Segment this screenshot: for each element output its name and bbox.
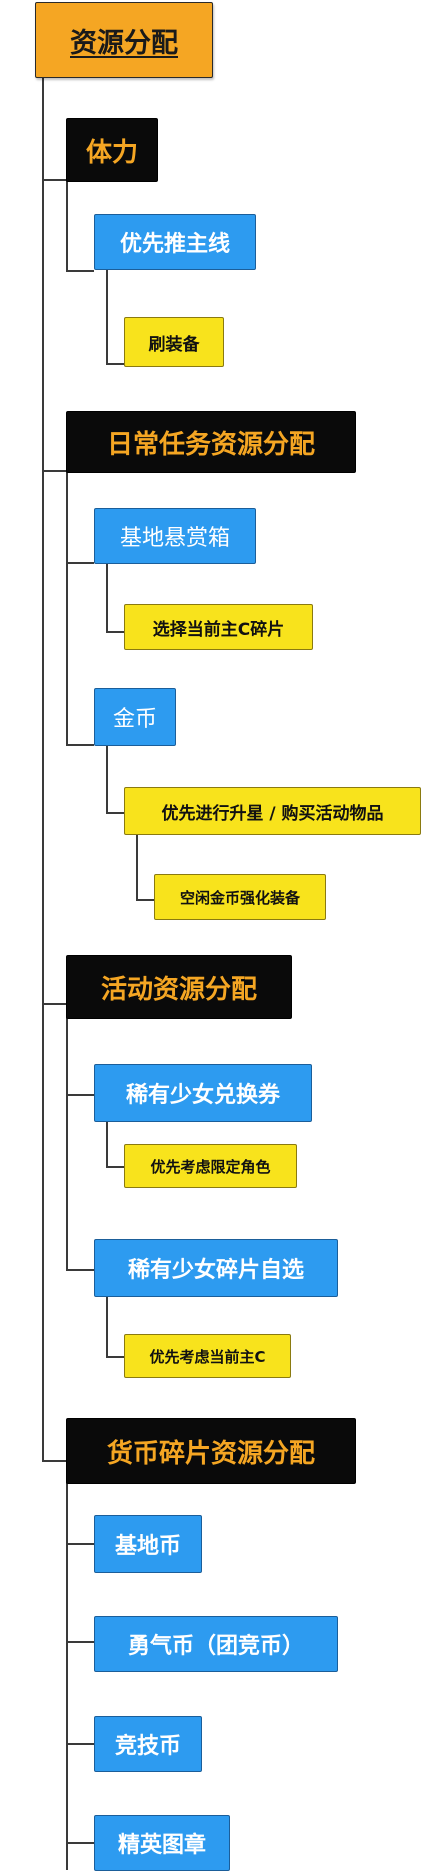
connector [66,1003,68,1269]
node-farm-equipment[interactable]: 刷装备 [124,317,224,367]
node-gold[interactable]: 金币 [94,688,176,746]
connector [42,470,66,472]
node-label: 优先推主线 [119,232,230,257]
connector [66,179,68,270]
trunk-line [42,62,44,1460]
root-label: 资源分配 [70,27,178,59]
section-daily-tasks[interactable]: 日常任务资源分配 [66,411,356,473]
connector [106,1094,108,1166]
connector [66,270,94,272]
section-event-resources[interactable]: 活动资源分配 [66,955,292,1019]
node-label: 优先考虑限定角色 [150,1157,271,1176]
connector [106,363,124,365]
connector [66,470,68,744]
node-prioritize-current-main-c[interactable]: 优先考虑当前主C [124,1334,291,1378]
section-label: 活动资源分配 [100,974,257,1005]
connector [66,1543,94,1545]
node-arena-coin[interactable]: 竞技币 [94,1716,202,1772]
node-label: 空闲金币强化装备 [179,888,300,907]
connector [106,1269,108,1356]
node-label: 精英图章 [117,1833,206,1858]
node-base-coin[interactable]: 基地币 [94,1515,202,1573]
connector [66,1094,94,1096]
node-label: 竞技币 [114,1734,181,1759]
section-currency-shards[interactable]: 货币碎片资源分配 [66,1418,356,1484]
connector [66,562,94,564]
node-courage-coin[interactable]: 勇气币（团竞币） [94,1616,338,1672]
node-label: 稀有少女兑换券 [125,1083,280,1108]
node-label: 金币 [112,707,157,732]
node-base-bounty-box[interactable]: 基地悬赏箱 [94,508,256,564]
node-label: 优先考虑当前主C [149,1347,266,1366]
connector [66,744,94,746]
node-label: 优先进行升星 / 购买活动物品 [161,803,384,824]
connector [106,1356,124,1358]
root-node[interactable]: 资源分配 [35,2,213,78]
section-label: 体力 [85,137,138,168]
node-label: 基地币 [114,1534,181,1559]
node-rare-girl-voucher[interactable]: 稀有少女兑换券 [94,1064,312,1122]
connector [106,744,108,812]
connector [66,1641,94,1643]
node-spare-gold-upgrade-gear[interactable]: 空闲金币强化装备 [154,874,326,920]
node-label: 选择当前主C碎片 [152,619,285,640]
connector [66,1269,94,1271]
node-select-main-c-shards[interactable]: 选择当前主C碎片 [124,604,313,650]
node-elite-badge[interactable]: 精英图章 [94,1815,230,1871]
connector [42,179,66,181]
connector [66,1743,94,1745]
node-star-up-or-buy-event-items[interactable]: 优先进行升星 / 购买活动物品 [124,787,421,835]
connector [42,1003,66,1005]
connector [42,1460,66,1462]
connector [66,1460,68,1870]
node-label: 稀有少女碎片自选 [127,1258,304,1283]
connector [106,562,108,631]
connector [106,812,124,814]
section-label: 日常任务资源分配 [106,429,315,460]
node-push-main-story[interactable]: 优先推主线 [94,214,256,270]
section-stamina[interactable]: 体力 [66,118,158,182]
connector [136,812,138,899]
connector [106,270,108,363]
section-label: 货币碎片资源分配 [106,1438,315,1469]
node-label: 勇气币（团竞币） [127,1634,304,1659]
node-label: 刷装备 [148,334,200,355]
node-label: 基地悬赏箱 [119,526,230,551]
connector [106,1166,124,1168]
node-rare-girl-shard-select[interactable]: 稀有少女碎片自选 [94,1239,338,1297]
node-prioritize-limited-characters[interactable]: 优先考虑限定角色 [124,1144,297,1188]
connector [66,1842,94,1844]
connector [136,899,154,901]
connector [106,631,124,633]
